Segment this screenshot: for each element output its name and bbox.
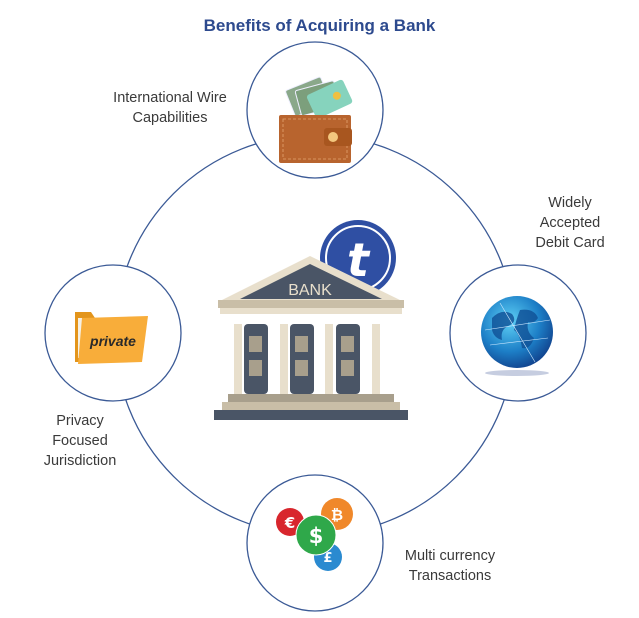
private-folder-icon: private [75, 312, 148, 364]
label-debit-card: Widely Accepted Debit Card [515, 193, 625, 253]
svg-text:private: private [89, 333, 136, 349]
label-line: Debit Card [535, 235, 605, 251]
label-line: Accepted [539, 215, 601, 231]
diagram-title: Benefits of Acquiring a Bank [203, 16, 436, 35]
label-multi-currency: Multi currency Transactions [385, 546, 515, 586]
label-line: Focused [52, 433, 108, 449]
svg-text:£: £ [323, 551, 332, 566]
svg-text:BANK: BANK [288, 282, 332, 299]
svg-text:$: $ [309, 524, 324, 548]
currency-coins-icon: € ₿ £ $ [276, 498, 353, 571]
wallet-icon [279, 76, 353, 163]
label-line: International Wire [113, 90, 227, 106]
label-line: Privacy [56, 413, 104, 429]
label-line: Capabilities [132, 110, 208, 126]
label-line: Widely [548, 195, 592, 211]
bank-building-icon: t BANK [214, 220, 408, 420]
svg-text:₿: ₿ [331, 506, 343, 524]
svg-text:€: € [284, 514, 295, 532]
label-line: Transactions [408, 568, 492, 584]
label-line: Jurisdiction [43, 453, 117, 469]
globe-icon [481, 296, 553, 376]
label-privacy: Privacy Focused Jurisdiction [25, 411, 135, 471]
label-line: Multi currency [404, 548, 496, 564]
label-international-wire: International Wire Capabilities [80, 88, 260, 128]
